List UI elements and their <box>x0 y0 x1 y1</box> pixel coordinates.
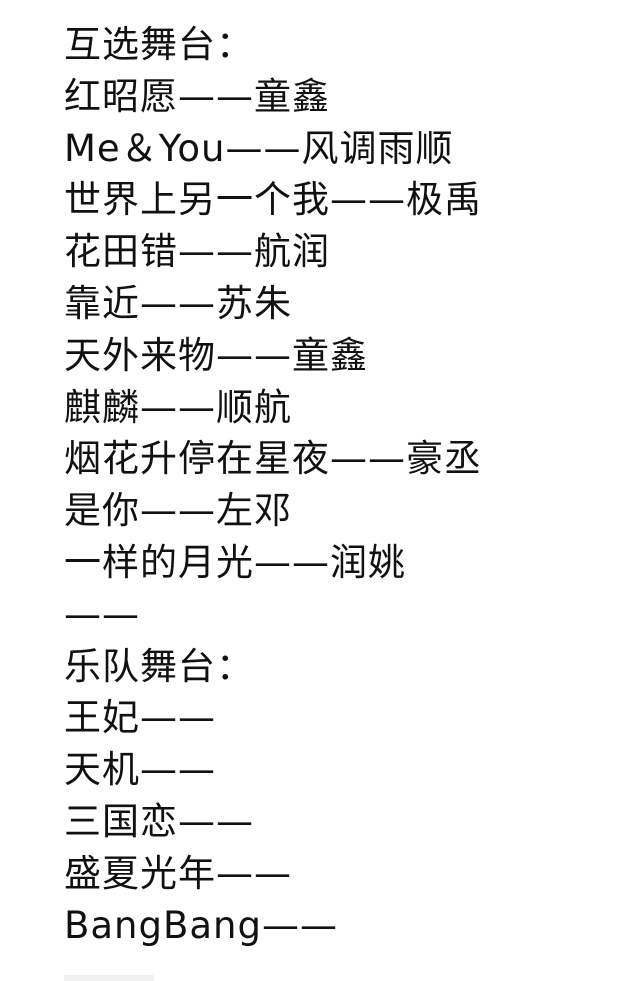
note-document: 互选舞台： 红昭愿——童鑫 Me＆You——风调雨顺 世界上另一个我——极禹 花… <box>64 19 634 951</box>
bottom-fade-mark <box>64 975 154 981</box>
section-heading-band-stage: 乐队舞台： <box>64 644 254 688</box>
list-item: BangBang—— <box>64 903 338 947</box>
list-item: 盛夏光年—— <box>64 851 292 895</box>
list-item: 花田错——航润 <box>64 230 330 274</box>
list-item: 红昭愿——童鑫 <box>64 74 330 118</box>
list-item: 是你——左邓 <box>64 489 292 533</box>
list-item: 三国恋—— <box>64 799 254 843</box>
list-item: 一样的月光——润姚 <box>64 540 406 584</box>
list-item: 天机—— <box>64 748 216 792</box>
list-item: 烟花升停在星夜——豪丞 <box>64 437 482 481</box>
list-item: Me＆You——风调雨顺 <box>64 126 454 170</box>
list-item: 麒麟——顺航 <box>64 385 292 429</box>
list-item: 王妃—— <box>64 696 216 740</box>
list-item: 世界上另一个我——极禹 <box>64 178 482 222</box>
section-heading-mutual-stage: 互选舞台： <box>64 23 254 66</box>
list-item: 靠近——苏朱 <box>64 281 292 325</box>
list-item: 天外来物——童鑫 <box>64 333 368 377</box>
section-separator: —— <box>64 592 140 636</box>
